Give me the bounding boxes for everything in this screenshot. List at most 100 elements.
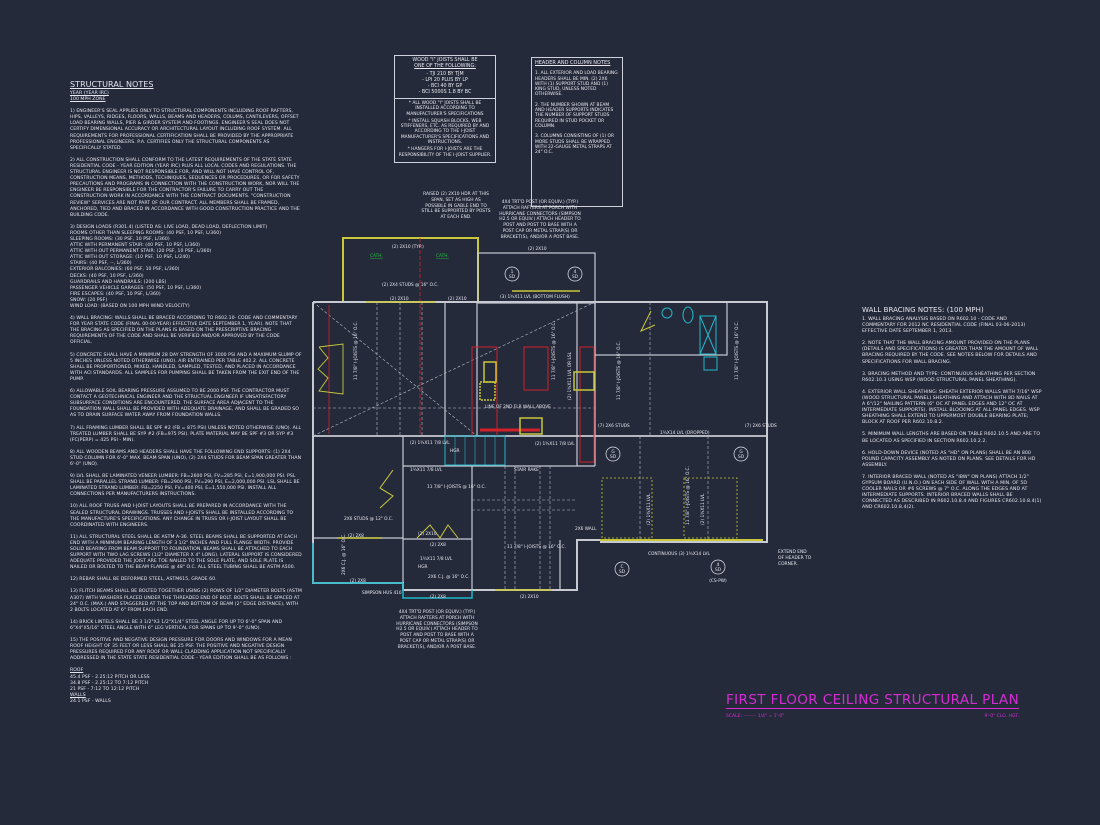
structural-note: 14) BRICK LINTELS SHALL BE 3 1/2"x3 1/2"… (70, 619, 283, 631)
joist-lines (312, 301, 709, 590)
svg-text:HGR: HGR (450, 448, 460, 454)
roof-pressure-line: 21 PSF - 7:12 TO 12:12 PITCH (70, 686, 140, 692)
svg-text:2x6 STUDS @ 12" O.C.: 2x6 STUDS @ 12" O.C. (344, 516, 393, 522)
joist-note: * HANGERS FOR I-JOISTS ARE THE RESPONSIB… (398, 147, 492, 158)
plan-labels: (2) 2x10 (TYP.) CATH. CATH. (2) 2x10 (3)… (341, 244, 777, 600)
post-callout-bottom: 4x4 TRT'D POST (OR EQUIV.) (TYP.) ATTACH… (396, 610, 478, 650)
joist-option: - BCI 40 BY GP (427, 84, 463, 89)
svg-text:1¾x11 7/8 LVL: 1¾x11 7/8 LVL (410, 467, 443, 473)
svg-text:11 7/8" I-JOISTS @ 16" O.C.: 11 7/8" I-JOISTS @ 16" O.C. (507, 544, 566, 550)
svg-text:SD: SD (738, 454, 745, 460)
header-column-notes-box: HEADER AND COLUMN NOTES 1. ALL EXTERIOR … (531, 57, 623, 207)
joist-note: * INSTALL SQUASH BLOCKS, WEB STIFFENERS,… (400, 118, 490, 146)
wall-bracing-list: 1. WALL BRACING ANALYSIS BASED ON R602.1… (862, 317, 1042, 511)
wall-pressures: 24.1 PSF - WALLS (70, 699, 302, 705)
svg-text:11 7/8" I-JOISTS @ 16" O.C.: 11 7/8" I-JOISTS @ 16" O.C. (551, 321, 557, 380)
stair-treads (454, 436, 496, 465)
raised-header-callout: RAISED (2) 2x10 HDR AT THIS SPAN, SET AS… (421, 192, 491, 221)
roof-pressure-line: 34.8 PSF - 2.25:12 TO 7:12 PITCH (70, 680, 149, 686)
svg-text:(2) 2x10: (2) 2x10 (528, 246, 547, 252)
header-notes: 1. ALL EXTERIOR AND LOAD BEARING HEADERS… (535, 71, 619, 155)
svg-text:11 7/8" I-JOISTS @ 16" O.C.: 11 7/8" I-JOISTS @ 16" O.C. (353, 321, 359, 380)
wall-bracing-note: 7. INTERIOR BRACED WALL (NOTED AS "IBW" … (862, 474, 1042, 511)
detail-tags (504, 266, 749, 577)
svg-text:SD: SD (610, 454, 617, 460)
svg-text:SD: SD (509, 274, 516, 280)
bathroom-walls (594, 301, 728, 356)
note-1: 1) ENGINEER'S SEAL APPLIES ONLY TO STRUC… (70, 109, 299, 151)
i-joist-notes-box: WOOD "I" JOISTS SHALL BE ONE OF THE FOLL… (394, 55, 496, 163)
structural-notes-zone: 100 mph ZONE (70, 97, 106, 103)
svg-text:C: C (620, 564, 623, 570)
cath-label: CATH. (370, 253, 383, 259)
svg-text:(2) 2x8: (2) 2x8 (348, 533, 364, 539)
scale-label: SCALE: (726, 714, 742, 719)
wall-bracing-notes: WALL BRACING NOTES: (100 MPH) 1. WALL BR… (862, 306, 1042, 517)
toilet-fixture (682, 306, 694, 324)
scale-row: SCALE: ········· 1/4" = 1'-0" 9'-0" CLG.… (726, 714, 1019, 719)
header-notes-title: HEADER AND COLUMN NOTES (535, 60, 611, 66)
svg-text:CONTINUOUS (3) 1¾x14 LVL: CONTINUOUS (3) 1¾x14 LVL (648, 551, 710, 557)
svg-text:(2) 2x10: (2) 2x10 (390, 296, 409, 302)
svg-text:(7) 2x6 STUDS: (7) 2x6 STUDS (745, 423, 777, 429)
wall-bracing-note: 4. EXTERIOR WALL SHEATHING: SHEATH EXTER… (862, 389, 1042, 426)
svg-text:(2) 2x8: (2) 2x8 (350, 578, 366, 584)
headers (317, 290, 763, 591)
structural-notes: STRUCTURAL NOTES YEAR (YEAR IRC) 100 mph… (70, 80, 302, 705)
structural-note: 11) ALL STRUCTURAL STEEL SHALL BE ASTM A… (70, 534, 302, 571)
joist-options: - TJI 210 BY TJM- LPI 20 PLUS BY LP- BCI… (397, 72, 493, 96)
wall-bracing-note: 3. BRACING METHOD AND TYPE: CONTINUOUS S… (862, 371, 1036, 383)
svg-text:G: G (611, 449, 614, 455)
svg-text:11 7/8" I-JOISTS @ 16" O.C.: 11 7/8" I-JOISTS @ 16" O.C. (734, 321, 740, 380)
note-2: 2) ALL CONSTRUCTION SHALL CONFORM TO THE… (70, 157, 300, 218)
svg-text:11 7/8" I-JOISTS @ 16" O.C.: 11 7/8" I-JOISTS @ 16" O.C. (685, 466, 691, 525)
structural-note: 5) CONCRETE SHALL HAVE A MINIMUM 28 DAY … (70, 352, 302, 382)
svg-text:SIMPSON HUS 410: SIMPSON HUS 410 (362, 590, 402, 596)
structural-note: 12) REBAR SHALL BE DEFORMED STEEL, ASTM6… (70, 577, 217, 583)
svg-text:(2) 2x10: (2) 2x10 (520, 594, 539, 600)
svg-text:(2) 1¾x11 LVL OR LSL: (2) 1¾x11 LVL OR LSL (567, 351, 573, 400)
svg-text:(2) 2x10: (2) 2x10 (418, 531, 437, 537)
svg-text:2x6 C.J. @ 16" O.C.: 2x6 C.J. @ 16" O.C. (428, 574, 470, 580)
svg-text:(2) 2x10: (2) 2x10 (448, 296, 467, 302)
design-load-line: SNOW: (20 PSF) (70, 297, 108, 303)
structural-note: 4) WALL BRACING: WALLS SHALL BE BRACED A… (70, 316, 298, 346)
svg-text:11 7/8" I-JOISTS @ 16" O.C.: 11 7/8" I-JOISTS @ 16" O.C. (427, 484, 486, 490)
svg-text:(7) 2x6 STUDS: (7) 2x6 STUDS (598, 423, 630, 429)
notes-continued: 4) WALL BRACING: WALLS SHALL BE BRACED A… (70, 316, 302, 662)
roof-label: ROOF (70, 668, 84, 674)
header-note: 2. THE NUMBER SHOWN AT BEAM AND HEADER S… (535, 102, 614, 129)
svg-text:HGR: HGR (418, 564, 428, 570)
sink-fixture (703, 356, 718, 371)
svg-text:(2) 2x4 STUDS @ 16" O.C.: (2) 2x4 STUDS @ 16" O.C. (382, 282, 439, 288)
design-load-line: ROOMS OTHER THAN SLEEPING ROOMS: (40 PSF… (70, 230, 222, 236)
design-load-line: GUARDRAILS AND HANDRAILS: (200 LBS) (70, 279, 167, 285)
svg-text:(2) 1¾x11 LVL: (2) 1¾x11 LVL (700, 493, 706, 525)
sink-fixture (661, 307, 673, 319)
design-load-line: PASSENGER VEHICLE GARAGES: (50 PSF, 10 P… (70, 285, 202, 291)
svg-text:11 7/8" I-JOISTS @ 16" O.C.: 11 7/8" I-JOISTS @ 16" O.C. (616, 341, 622, 400)
scale-value: 1/4" = 1'-0" (757, 714, 785, 719)
structural-note: 9) LVL SHALL BE LAMINATED VENEER LUMBER:… (70, 474, 300, 498)
svg-text:SD: SD (715, 567, 722, 573)
design-load-line: 3) DESIGN LOADS (R301.4) (LISTED AS: LIV… (70, 224, 268, 230)
wall-bracing-note: 5. MINIMUM WALL LENGTHS ARE BASED ON TAB… (862, 432, 1041, 444)
design-loads: 3) DESIGN LOADS (R301.4) (LISTED AS: LIV… (70, 225, 302, 310)
header-note: 1. ALL EXTERIOR AND LOAD BEARING HEADERS… (535, 71, 618, 98)
design-load-line: ATTIC WITH PERMANENT STAIR: (40 PSF, 10 … (70, 243, 201, 249)
drawing-title: FIRST FLOOR CEILING STRUCTURAL PLAN (726, 692, 1020, 709)
design-load-line: ATTIC WITH OUT PERMANENT STAIR: (20 PSF,… (70, 249, 212, 255)
svg-text:4: 4 (574, 269, 577, 275)
joist-note: * ALL WOOD "I" JOISTS SHALL BE INSTALLED… (406, 101, 484, 117)
wall-pressure-line: 24.1 PSF - WALLS (70, 698, 111, 704)
ceiling-height: 9'-0" CLG. HGT. (984, 714, 1019, 719)
extend-header-callout: EXTEND END OF HEADER TO CORNER. (778, 550, 812, 567)
design-load-line: ATTIC WITH OUT STORAGE: (10 PSF, 10 PSF,… (70, 255, 190, 261)
design-load-line: EXTERIOR BALCONIES: (60 PSF, 10 PSF, L/3… (70, 267, 180, 273)
svg-text:LINE OF 2ND FLR WALL ABOVE: LINE OF 2ND FLR WALL ABOVE (485, 404, 551, 410)
joist-option: - TJI 210 BY TJM (426, 72, 464, 77)
joist-heading: WOOD "I" JOISTS SHALL BE (412, 58, 478, 63)
post-callout-top: 4x4 TRT'D POST (OR EQUIV.) (TYP.) ATTACH… (499, 200, 581, 240)
